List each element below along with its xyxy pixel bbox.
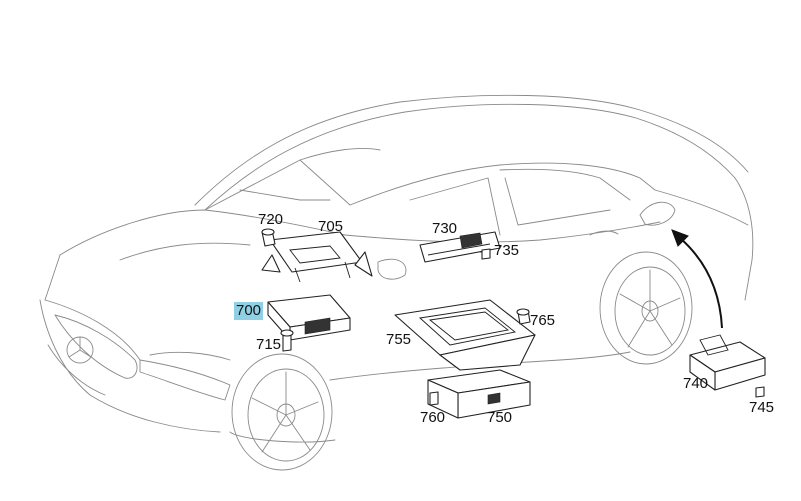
part-700-control-unit [267,294,351,341]
callout-705: 705 [318,218,344,235]
callout-735: 735 [494,242,520,259]
part-705-bracket [261,231,373,283]
callout-730: 730 [432,220,458,237]
part-715-bolt [280,329,294,352]
callout-700: 700 [234,302,264,320]
callout-750: 750 [487,409,513,426]
callout-760: 760 [420,409,446,426]
car-body-outline [39,94,754,471]
part-740-unit [689,334,766,391]
part-765-nut [516,308,531,325]
part-735-clip [481,248,491,260]
part-730-module [419,231,501,263]
callout-715: 715 [256,336,282,353]
callout-765: 765 [530,312,556,329]
callout-745: 745 [749,399,775,416]
callout-720: 720 [258,211,284,228]
callout-740: 740 [683,375,709,392]
part-760-screw [429,391,439,406]
part-720-nut [261,228,276,247]
assembly-arrow [671,229,723,329]
callout-755: 755 [386,331,412,348]
part-755-tray [394,299,536,371]
part-745-fastener [755,386,765,398]
part-750-control-box [427,369,531,419]
